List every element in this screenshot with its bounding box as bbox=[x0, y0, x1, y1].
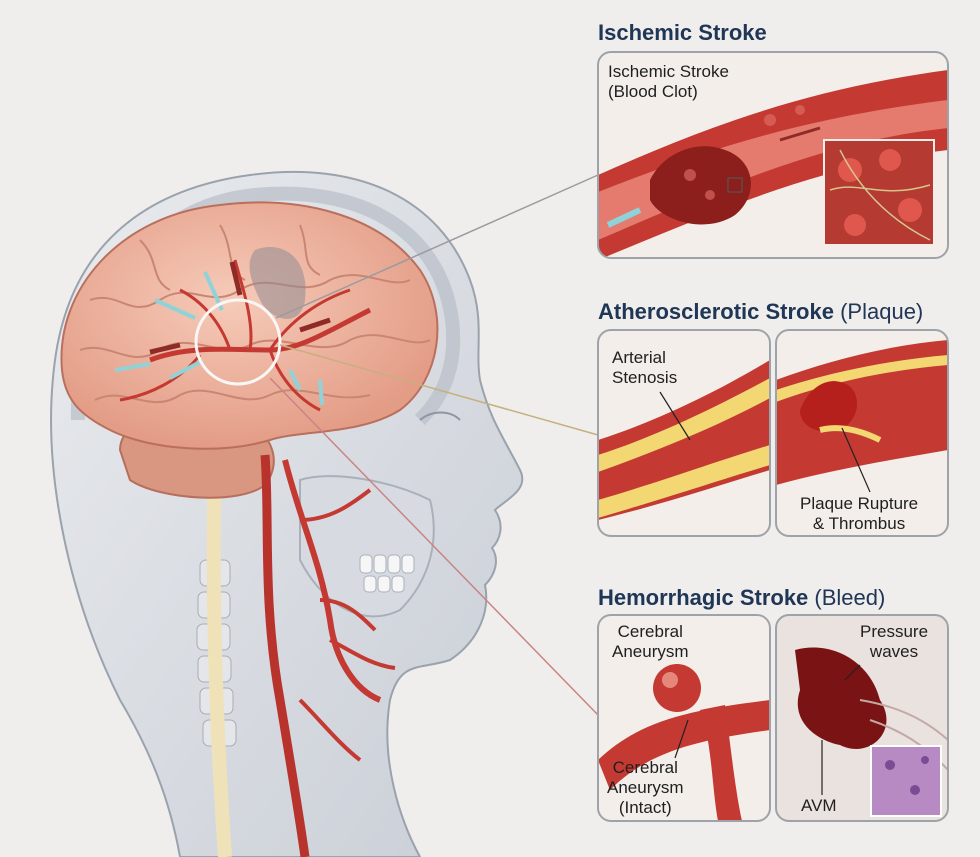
pressure-label-line1: Pressure bbox=[860, 622, 929, 641]
avm-label-text: AVM bbox=[801, 796, 837, 815]
pressure-waves-label: Pressure waves bbox=[860, 622, 928, 662]
rupture-panel-frame bbox=[775, 329, 949, 537]
stenosis-label-line1: Arterial bbox=[612, 348, 666, 367]
aneurysm-label-line2: Aneurysm bbox=[612, 642, 689, 661]
aneurysm-label: Cerebral Aneurysm bbox=[612, 622, 689, 662]
stenosis-artery-art bbox=[598, 330, 770, 536]
ischemic-panel-frame bbox=[597, 51, 949, 259]
hemorrhagic-title-suffix: (Bleed) bbox=[814, 585, 886, 610]
stenosis-label: Arterial Stenosis bbox=[612, 348, 677, 388]
blood-clot bbox=[650, 146, 752, 225]
histology-inset bbox=[870, 745, 942, 817]
cervical-spine bbox=[196, 469, 237, 857]
avm-label: AVM bbox=[801, 796, 837, 816]
aneurysm-panel-frame bbox=[597, 614, 771, 822]
atherosclerotic-title-text: Atherosclerotic Stroke bbox=[598, 299, 834, 324]
plaque-top bbox=[598, 378, 770, 472]
rupture-label: Plaque Rupture & Thrombus bbox=[800, 494, 918, 534]
hemorrhagic-title: Hemorrhagic Stroke (Bleed) bbox=[598, 585, 885, 611]
aneurysm-artery-art bbox=[598, 615, 770, 821]
ischemic-artery-art bbox=[598, 52, 948, 258]
clot-label-line2: (Blood Clot) bbox=[608, 82, 698, 101]
ischemic-title-text: Ischemic Stroke bbox=[598, 20, 767, 45]
bleed-panel-frame bbox=[775, 614, 949, 822]
infarct-region bbox=[249, 247, 306, 319]
ischemic-title: Ischemic Stroke bbox=[598, 20, 767, 46]
rupture-label-line2: & Thrombus bbox=[812, 514, 906, 533]
aneurysm-sac bbox=[653, 664, 701, 712]
thrombus bbox=[800, 381, 858, 432]
intact-aneurysm-label: Cerebral Aneurysm (Intact) bbox=[607, 758, 684, 818]
aneurysm-label-line1: Cerebral bbox=[617, 622, 683, 641]
hemorrhagic-title-text: Hemorrhagic Stroke bbox=[598, 585, 809, 610]
focus-circle bbox=[194, 298, 282, 386]
brain bbox=[60, 201, 439, 450]
intact-label-line1: Cerebral bbox=[612, 758, 678, 777]
clot-label: Ischemic Stroke (Blood Clot) bbox=[608, 62, 729, 102]
clot-label-line1: Ischemic Stroke bbox=[608, 62, 729, 81]
intact-label-line3: (Intact) bbox=[618, 798, 672, 817]
clot-magnified-inset bbox=[823, 139, 935, 246]
rupture-artery-art bbox=[776, 330, 948, 536]
atherosclerotic-title-suffix: (Plaque) bbox=[840, 299, 924, 324]
hemorrhage bbox=[795, 647, 887, 749]
rupture-label-line1: Plaque Rupture bbox=[800, 494, 919, 513]
carotid-arteries bbox=[260, 454, 396, 857]
plaque-bottom bbox=[598, 445, 770, 518]
connector-lines bbox=[269, 174, 599, 716]
atherosclerotic-title: Atherosclerotic Stroke (Plaque) bbox=[598, 299, 923, 325]
stenosis-label-line2: Stenosis bbox=[612, 368, 678, 387]
intact-label-line2: Aneurysm bbox=[607, 778, 684, 797]
bleed-art bbox=[776, 615, 948, 821]
stenosis-panel-frame bbox=[597, 329, 771, 537]
pressure-label-line2: waves bbox=[869, 642, 919, 661]
